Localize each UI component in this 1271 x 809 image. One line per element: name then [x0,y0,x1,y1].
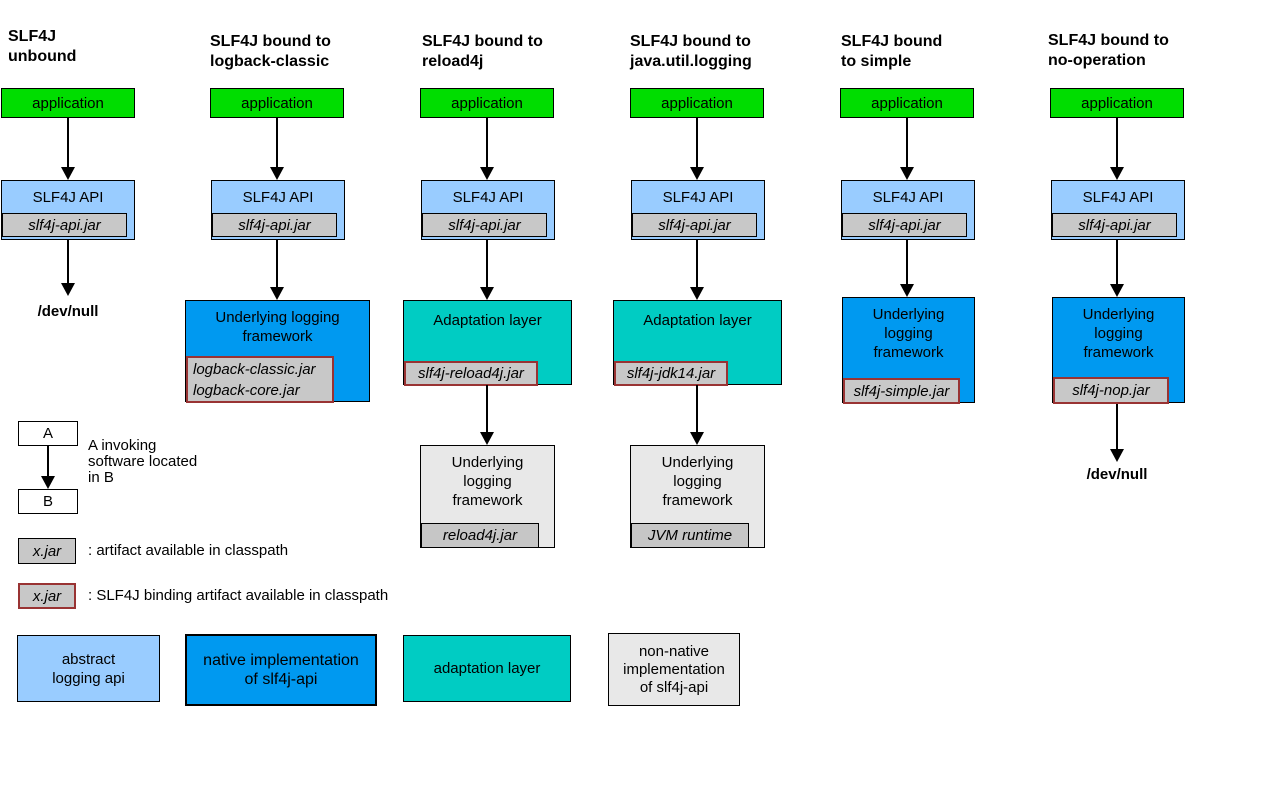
legend-invoking-text: A invoking software located in B [88,437,198,486]
legend-artifact-text: : artifact available in classpath [88,542,289,559]
application-box: application [840,88,974,118]
arrow-down [900,240,914,297]
legend-color-native-impl: native implementation of slf4j-api [185,634,377,706]
adaptation-binding-jar: slf4j-jdk14.jar [614,361,728,386]
adaptation-binding-jar: slf4j-reload4j.jar [404,361,538,386]
legend-box-a: A [18,421,78,446]
arrow-down [61,118,75,180]
application-box: application [210,88,344,118]
column-title-nop: SLF4J bound to no-operation [1048,32,1169,69]
arrow-down [270,240,284,300]
legend-arrow-down [41,446,55,489]
dev-null-label: /dev/null [37,303,99,320]
framework-binding-jar: logback-classic.jar logback-core.jar [186,356,334,403]
framework-binding-jar: slf4j-nop.jar [1053,377,1169,404]
arrow-down [480,385,494,445]
framework-binding-jar: slf4j-simple.jar [843,378,960,404]
legend-binding-chip: x.jar [18,583,76,609]
column-title-unbound: SLF4J unbound [8,28,77,65]
arrow-down [1110,240,1124,297]
application-box: application [1050,88,1184,118]
legend-box-b: B [18,489,78,514]
slf4j-api-jar: slf4j-api.jar [842,213,967,237]
framework-jar: JVM runtime [631,523,749,548]
arrow-down [690,240,704,300]
arrow-down [900,118,914,180]
slf4j-api-jar: slf4j-api.jar [212,213,337,237]
application-box: application [420,88,554,118]
arrow-down [480,118,494,180]
arrow-down [690,118,704,180]
slf4j-api-jar: slf4j-api.jar [632,213,757,237]
arrow-down [61,240,75,296]
legend-binding-text: : SLF4J binding artifact available in cl… [88,587,389,604]
legend-color-abstract-api: abstract logging api [17,635,160,702]
legend-color-non-native-impl: non-native implementation of slf4j-api [608,633,740,706]
legend-artifact-chip: x.jar [18,538,76,564]
legend-color-adaptation-layer: adaptation layer [403,635,571,702]
slf4j-api-jar: slf4j-api.jar [422,213,547,237]
arrow-down [1110,404,1124,462]
slf4j-api-jar: slf4j-api.jar [1052,213,1177,237]
arrow-down [1110,118,1124,180]
arrow-down [480,240,494,300]
application-box: application [630,88,764,118]
column-title-jul: SLF4J bound to java.util.logging [630,33,752,70]
column-title-reload4j: SLF4J bound to reload4j [422,33,543,70]
framework-jar: reload4j.jar [421,523,539,548]
arrow-down [270,118,284,180]
dev-null-label: /dev/null [1086,466,1148,483]
application-box: application [1,88,135,118]
column-title-simple: SLF4J bound to simple [841,33,943,70]
slf4j-api-jar: slf4j-api.jar [2,213,127,237]
column-title-logback: SLF4J bound to logback-classic [210,33,331,70]
arrow-down [690,385,704,445]
